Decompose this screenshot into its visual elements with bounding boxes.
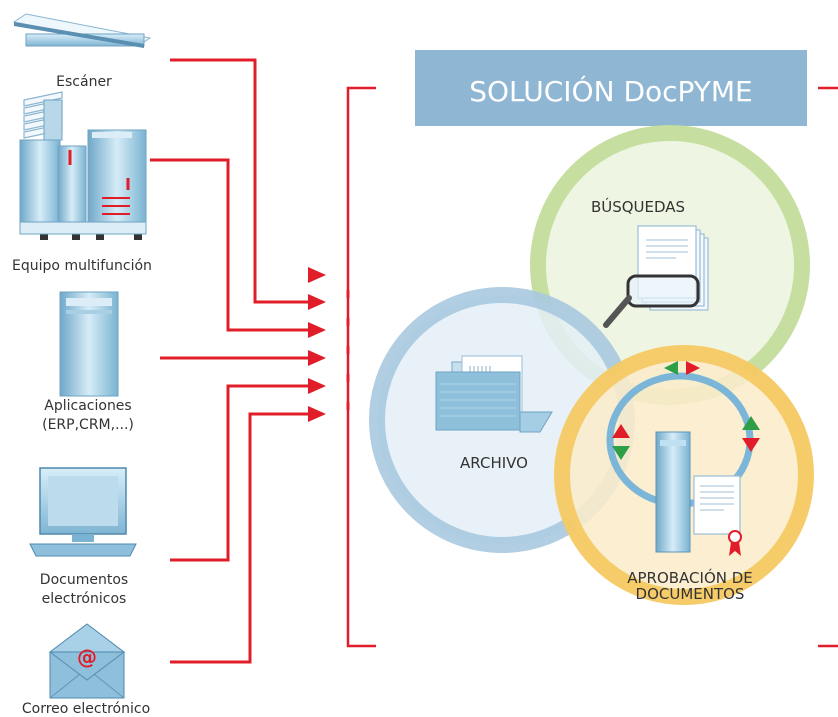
solution-title: SOLUCIÓN DocPYME xyxy=(469,74,753,108)
cycle-arrow-top-left xyxy=(664,361,678,375)
archive-label: ARCHIVO xyxy=(460,454,528,472)
cycle-arrow-right-up xyxy=(742,416,760,430)
connector-scanner xyxy=(170,58,312,304)
bracket-left xyxy=(346,86,376,648)
email-envelope-icon: @ xyxy=(48,623,126,699)
arrow-1 xyxy=(308,267,326,283)
connector-lines xyxy=(150,58,312,664)
docs-label-line2: electrónicos xyxy=(42,591,127,607)
mfp-label: Equipo multifunción xyxy=(12,258,152,274)
solution-bracket xyxy=(346,86,838,648)
cycle-arrow-left-down xyxy=(612,446,630,460)
arrow-5 xyxy=(308,378,326,394)
arrow-3 xyxy=(308,322,326,338)
computer-icon xyxy=(29,467,137,557)
apps-label-line1: Aplicaciones xyxy=(44,398,131,414)
scanner-label: Escáner xyxy=(56,74,112,90)
search-label: BÚSQUEDAS xyxy=(591,197,685,216)
email-at-symbol: @ xyxy=(77,645,97,669)
cycle-arrow-right-down xyxy=(742,438,760,452)
archive-folder-icon xyxy=(435,355,553,433)
email-label: Correo electrónico xyxy=(22,701,150,717)
multifunction-printer-icon xyxy=(19,91,147,240)
title-box: SOLUCIÓN DocPYME xyxy=(415,50,807,126)
connector-mfp xyxy=(150,158,312,332)
arrow-2 xyxy=(308,294,326,310)
cycle-arrow-top-right xyxy=(686,361,700,375)
scanner-icon xyxy=(12,13,152,48)
connector-docs xyxy=(170,384,312,562)
server-icon xyxy=(59,291,119,397)
documents-search-icon xyxy=(603,225,709,328)
apps-label-line2: (ERP,CRM,...) xyxy=(42,417,134,433)
approval-label-line2: DOCUMENTOS xyxy=(636,585,745,603)
connector-email xyxy=(170,412,312,664)
input-arrows xyxy=(308,267,326,422)
arrow-4 xyxy=(308,350,326,366)
approval-cycle-icon xyxy=(606,361,760,556)
arrow-6 xyxy=(308,406,326,422)
cycle-arrow-left-up xyxy=(612,424,630,438)
approval-label-line1: APROBACIÓN DE xyxy=(627,568,753,587)
docs-label-line1: Documentos xyxy=(40,572,128,588)
